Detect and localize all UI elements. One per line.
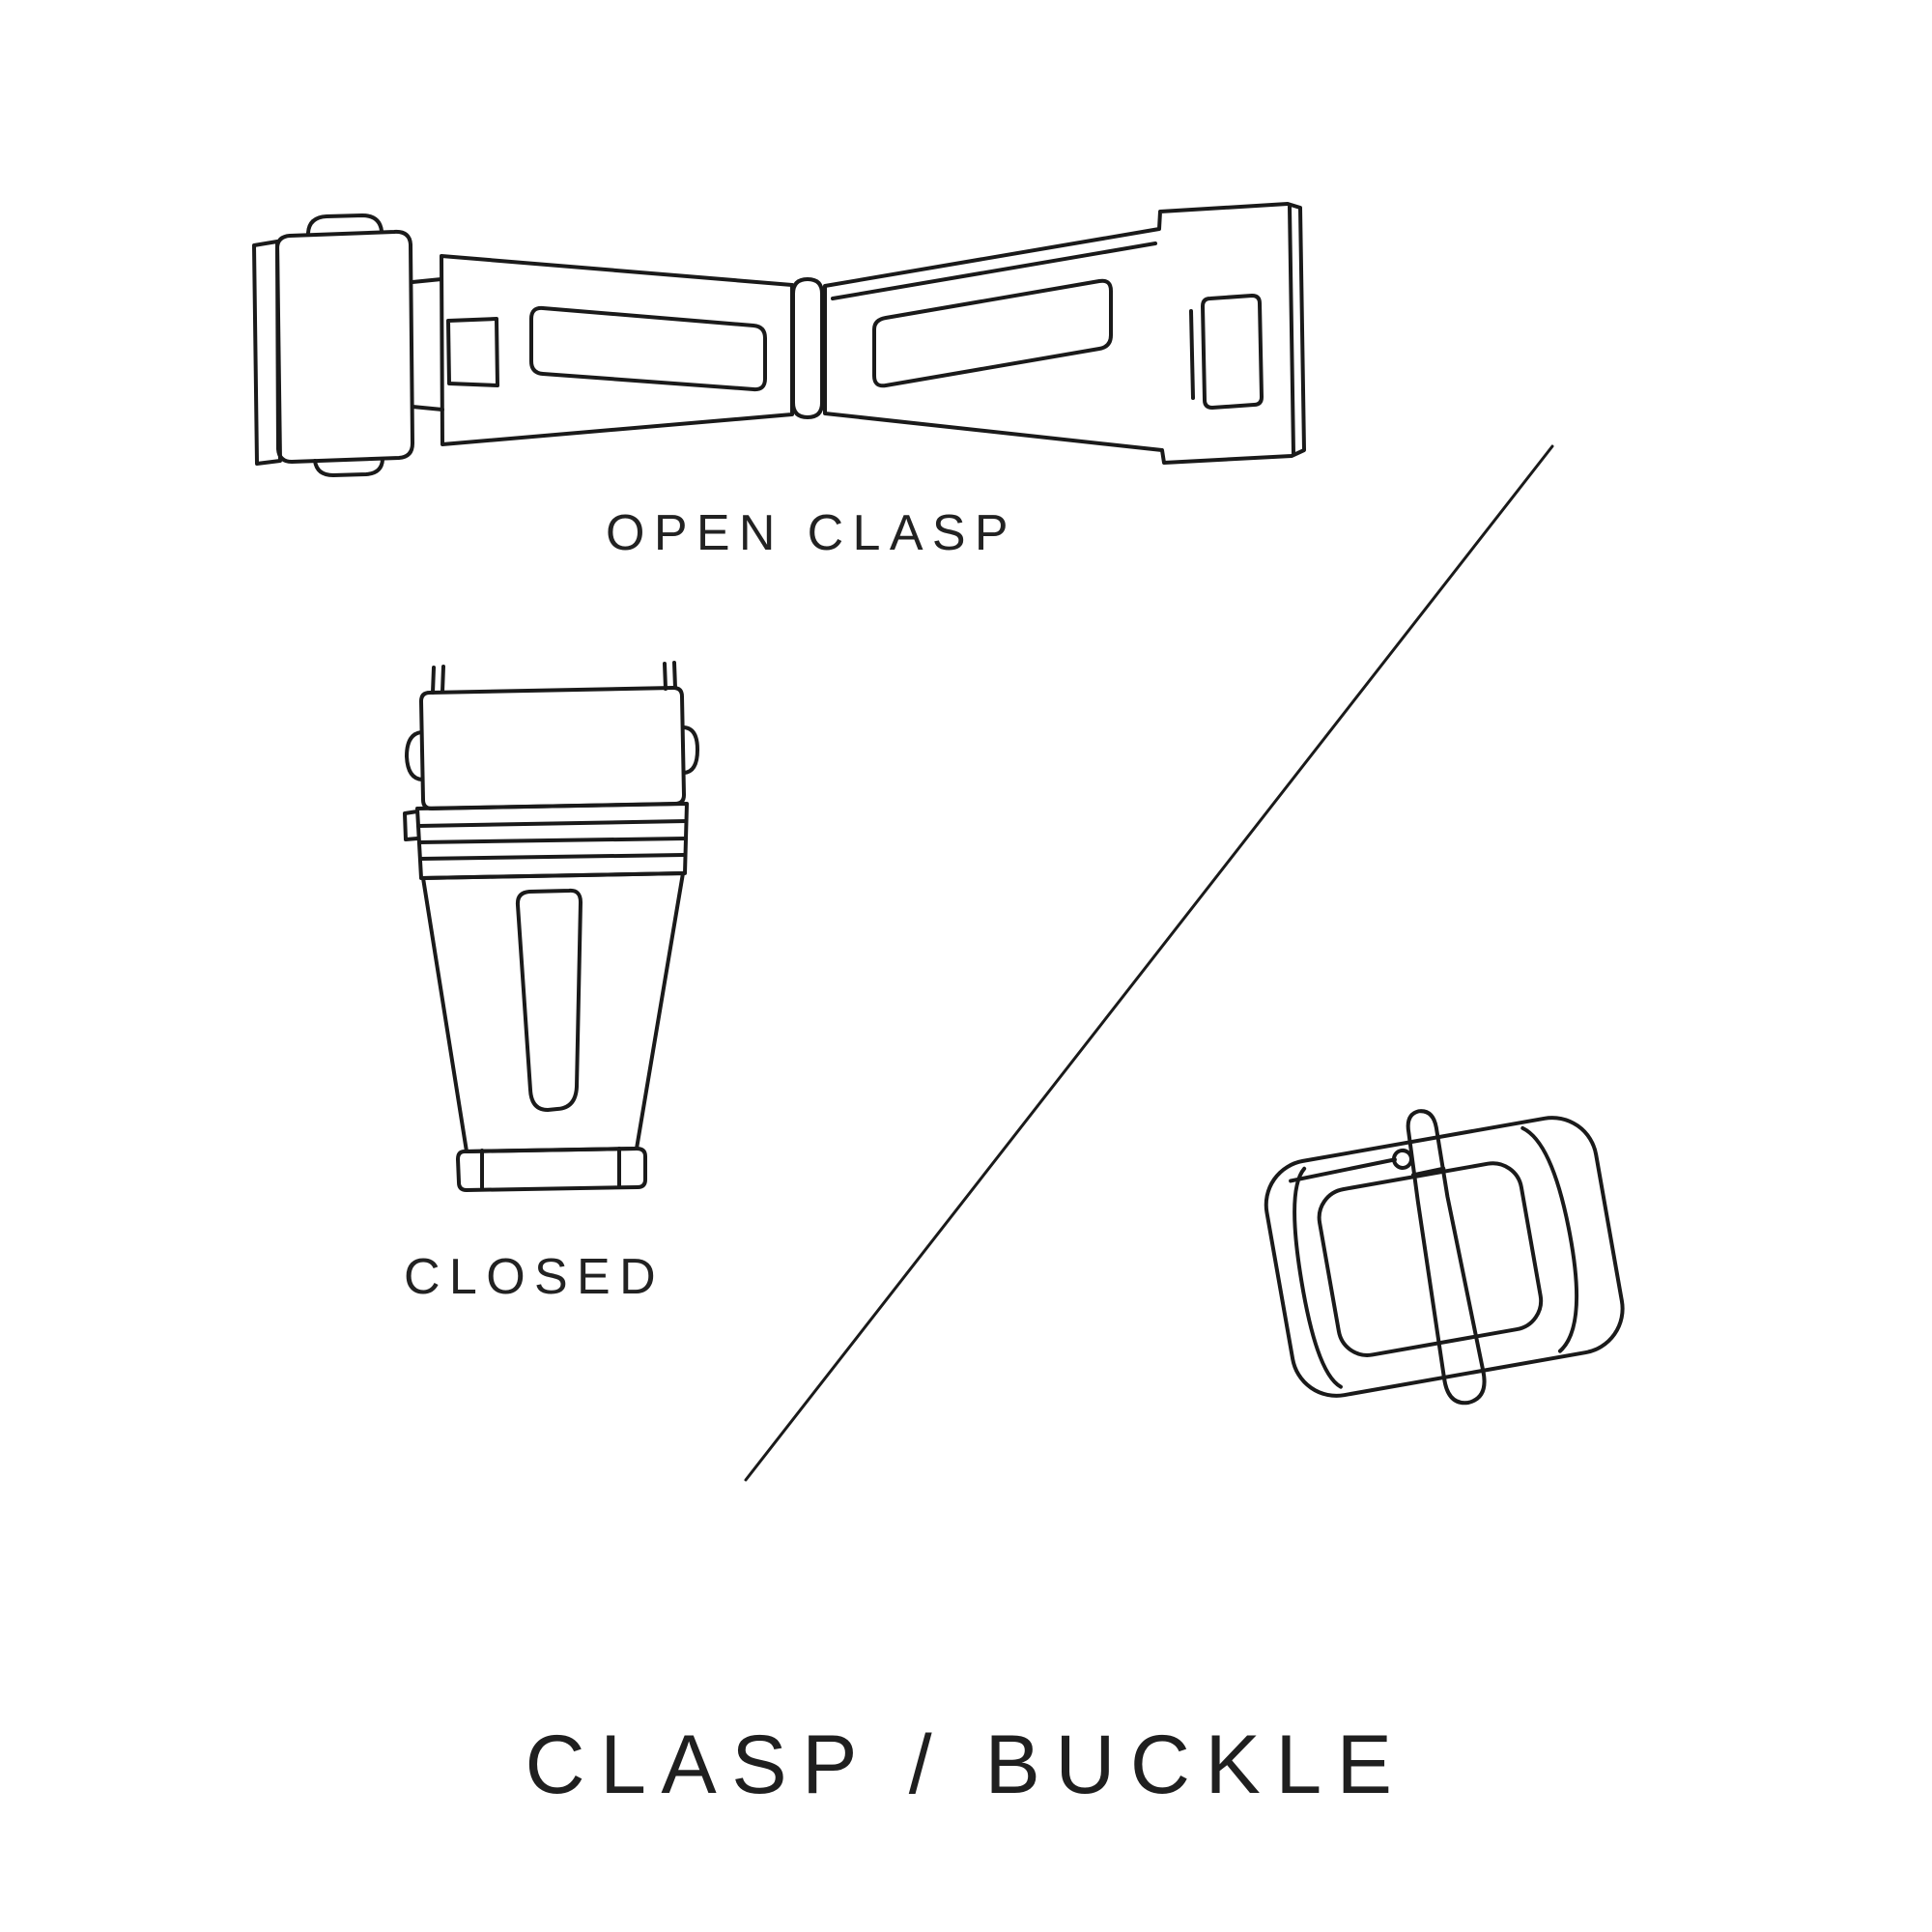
- open-clasp-keeper: [1201, 294, 1264, 410]
- buckle-pin: [1289, 1157, 1397, 1183]
- buckle-right-band: [1520, 1125, 1579, 1353]
- diagonal-divider-line: [744, 444, 1554, 1482]
- closed-clasp-notch: [403, 810, 419, 841]
- buckle-left-band: [1293, 1166, 1343, 1389]
- closed-clasp-prongs: [431, 661, 677, 695]
- open-clasp-hinge: [791, 277, 824, 419]
- closed-clasp-illustration: [403, 661, 699, 1192]
- open-clasp-left-blade: [440, 254, 794, 446]
- closed-clasp-window: [515, 888, 582, 1112]
- tang-buckle-illustration: [1264, 1109, 1625, 1406]
- closed-clasp-cover: [419, 686, 686, 810]
- closed-clasp-end-cap: [456, 1147, 647, 1192]
- buckle-tongue: [1406, 1109, 1487, 1406]
- page-title: CLASP / BUCKLE: [525, 1719, 1407, 1811]
- open-clasp-hook: [446, 317, 499, 387]
- closed-clasp-right-ear: [682, 725, 699, 775]
- open-clasp-left-window: [529, 305, 767, 392]
- closed-clasp-label: CLOSED: [404, 1249, 665, 1305]
- open-clasp-end-strip: [252, 240, 282, 466]
- open-clasp-end-link: [275, 229, 414, 464]
- closed-clasp-left-ear: [405, 730, 424, 781]
- buckle-outer-frame: [1264, 1116, 1625, 1398]
- buckle-opening: [1317, 1161, 1544, 1357]
- open-clasp-right-window: [872, 278, 1113, 388]
- open-clasp-bottom-bump: [313, 458, 384, 477]
- open-clasp-top-bump: [306, 213, 384, 235]
- open-clasp-illustration: [252, 202, 1306, 477]
- open-clasp-label: OPEN CLASP: [606, 505, 1017, 561]
- open-clasp-right-blade: [823, 202, 1306, 465]
